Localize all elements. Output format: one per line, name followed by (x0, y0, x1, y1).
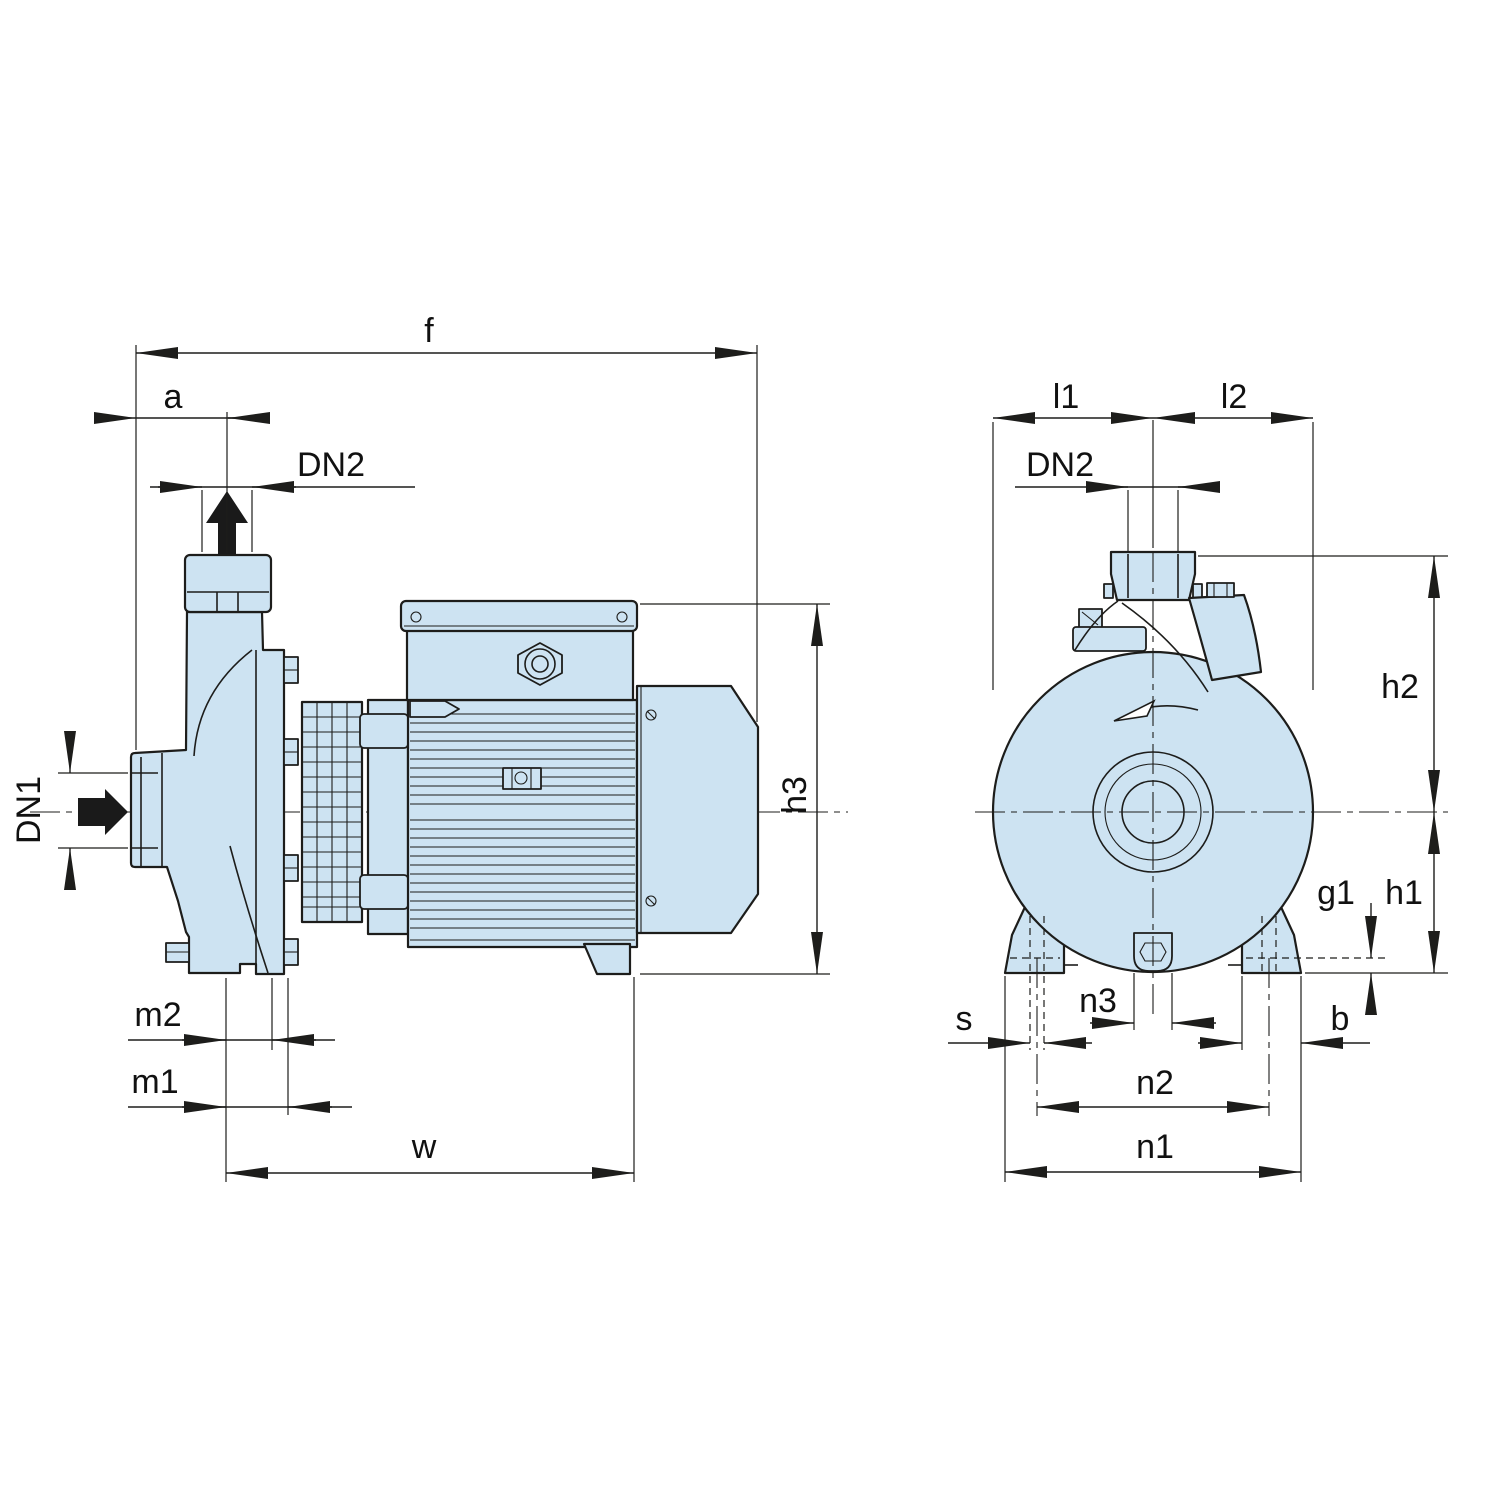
fan-cover (635, 684, 760, 935)
dim-label-l2: l2 (1221, 378, 1247, 416)
dim-label-h3: h3 (776, 776, 814, 814)
dim-label-n3: n3 (1079, 982, 1117, 1020)
dim-label-dn1: DN1 (10, 776, 48, 844)
dim-label-n1: n1 (1136, 1128, 1174, 1166)
fan-cover-screw-icon (645, 895, 657, 907)
dim-label-g1: g1 (1317, 874, 1355, 912)
motor-foot (582, 942, 632, 976)
dim-label-h1: h1 (1385, 874, 1423, 912)
dim-label-m2: m2 (134, 996, 181, 1034)
fan-cover-screw-icon (645, 709, 657, 721)
rating-plate-clip (502, 767, 542, 790)
side-view-dimensions: f a DN2 DN1 h3 (10, 312, 830, 1182)
dim-label-n2: n2 (1136, 1064, 1174, 1102)
discharge-union-nut (183, 553, 273, 614)
priming-plug-boss (1072, 608, 1147, 652)
dim-label-m1: m1 (131, 1063, 178, 1101)
casing-shoulder (1187, 593, 1263, 682)
dim-label-b: b (1331, 1000, 1350, 1038)
dim-label-l1: l1 (1053, 378, 1079, 416)
dim-label-a: a (164, 378, 183, 416)
lid-screw-icon (616, 611, 628, 623)
front-view: l1 l2 DN2 h2 h1 g1 s (948, 378, 1448, 1182)
motor-body (406, 698, 639, 949)
volute-tongue-curve (1121, 602, 1209, 693)
dim-label-dn2-front: DN2 (1026, 446, 1094, 484)
lantern-guard-grid (300, 700, 364, 924)
cable-gland-icon (517, 642, 563, 686)
terminal-box (399, 599, 639, 702)
side-view: f a DN2 DN1 h3 (10, 312, 848, 1182)
dim-label-f: f (424, 312, 434, 350)
motor-fins (410, 713, 635, 941)
pump-casing (129, 610, 286, 976)
volute-scroll-curve (193, 649, 253, 757)
casing-bolts (283, 656, 299, 966)
shoulder-bolt (1206, 582, 1235, 598)
lid-screw-icon (410, 611, 422, 623)
dim-label-w: w (411, 1128, 437, 1166)
rotation-direction-arrow-icon (1113, 699, 1199, 722)
inlet-flow-arrow-icon (78, 789, 128, 835)
dim-label-s: s (956, 1000, 973, 1038)
dim-label-h2: h2 (1381, 668, 1419, 706)
foot-hole-hidden-lines (1010, 916, 1387, 1050)
cutwater-curve (229, 845, 269, 974)
casing-top-left-profile (1074, 600, 1119, 651)
front-view-dimensions: l1 l2 DN2 h2 h1 g1 s (948, 378, 1448, 1182)
dim-label-dn2-side: DN2 (297, 446, 365, 484)
